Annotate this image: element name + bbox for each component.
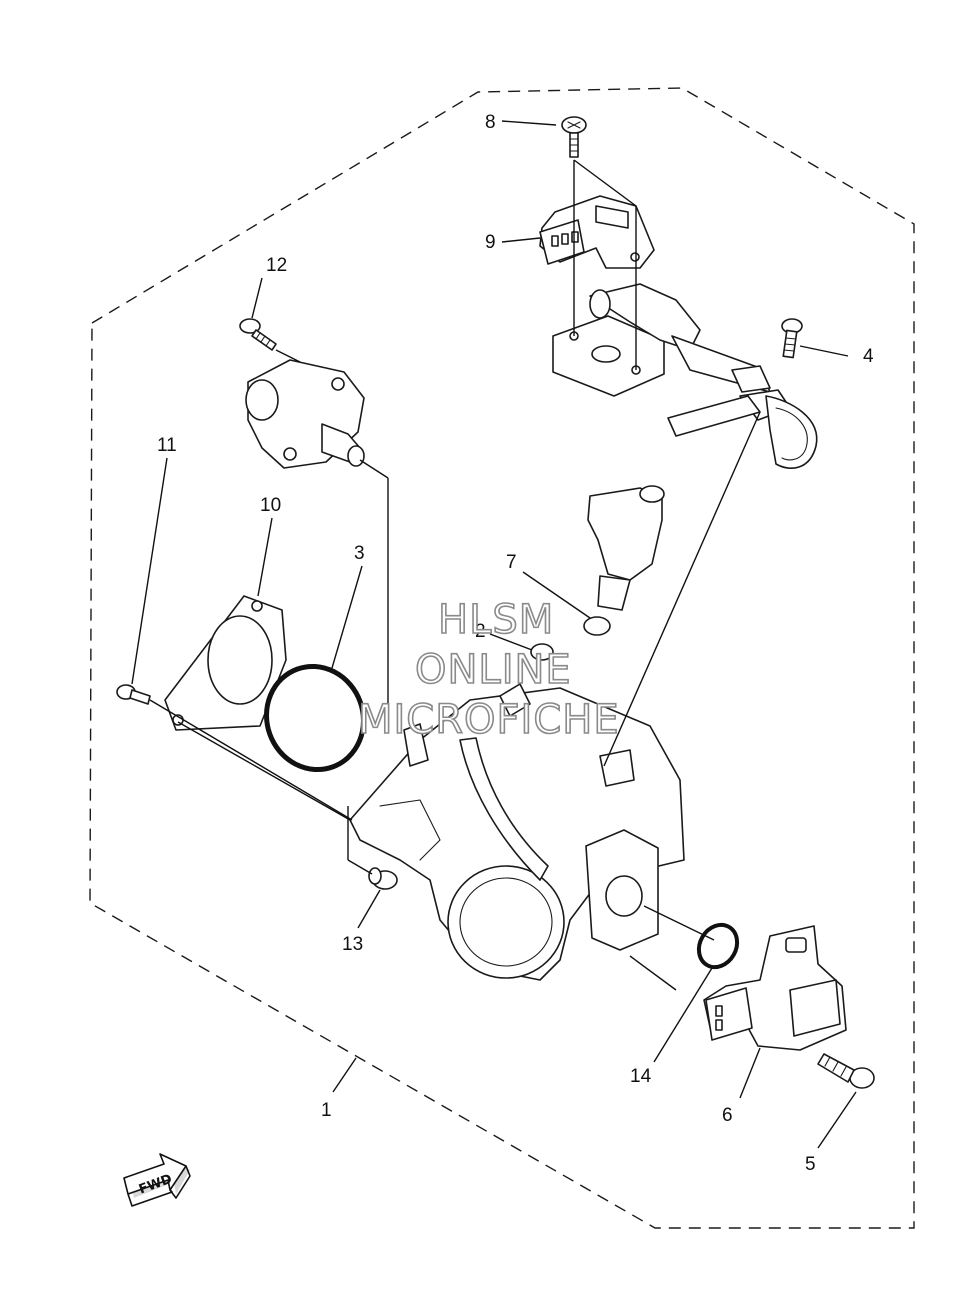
bolt-5 bbox=[817, 1053, 875, 1089]
plug-13 bbox=[368, 867, 398, 890]
watermark-line-3: MICROFICHE bbox=[358, 697, 620, 743]
o-ring-3 bbox=[264, 663, 366, 773]
seal-2 bbox=[530, 643, 554, 661]
callout-13: 13 bbox=[342, 934, 363, 955]
watermark-line-2: ONLINE bbox=[415, 647, 572, 693]
screw-12 bbox=[239, 318, 277, 351]
callout-12: 12 bbox=[266, 255, 287, 276]
callout-14: 14 bbox=[630, 1066, 652, 1087]
screw-4 bbox=[781, 318, 803, 359]
leader-lines bbox=[131, 120, 857, 1149]
callout-2: 2 bbox=[475, 621, 486, 642]
throttle-position-sensor-6 bbox=[703, 925, 847, 1051]
o-ring-14 bbox=[696, 922, 740, 970]
sensor-9 bbox=[539, 195, 655, 269]
assembly-boundary bbox=[89, 87, 915, 1229]
fuel-injector bbox=[587, 485, 665, 611]
seal-7 bbox=[583, 616, 611, 636]
fuel-rail-bracket bbox=[552, 283, 818, 469]
fwd-arrow: FWD bbox=[123, 1153, 191, 1207]
watermark-line-1: HLSM bbox=[438, 597, 554, 643]
callout-8: 8 bbox=[485, 112, 496, 133]
callout-6: 6 bbox=[722, 1105, 733, 1126]
idle-control-valve bbox=[245, 359, 365, 469]
callout-7: 7 bbox=[506, 552, 517, 573]
screw-8 bbox=[561, 116, 587, 158]
callout-11: 11 bbox=[157, 435, 177, 456]
callout-3: 3 bbox=[354, 543, 365, 564]
callout-1: 1 bbox=[321, 1100, 332, 1121]
callout-4: 4 bbox=[863, 346, 874, 367]
screw-11 bbox=[116, 684, 151, 705]
throttle-body bbox=[349, 683, 685, 981]
callout-5: 5 bbox=[805, 1154, 816, 1175]
callout-10: 10 bbox=[260, 495, 281, 516]
gasket-plate-10 bbox=[164, 595, 287, 731]
callout-9: 9 bbox=[485, 232, 496, 253]
